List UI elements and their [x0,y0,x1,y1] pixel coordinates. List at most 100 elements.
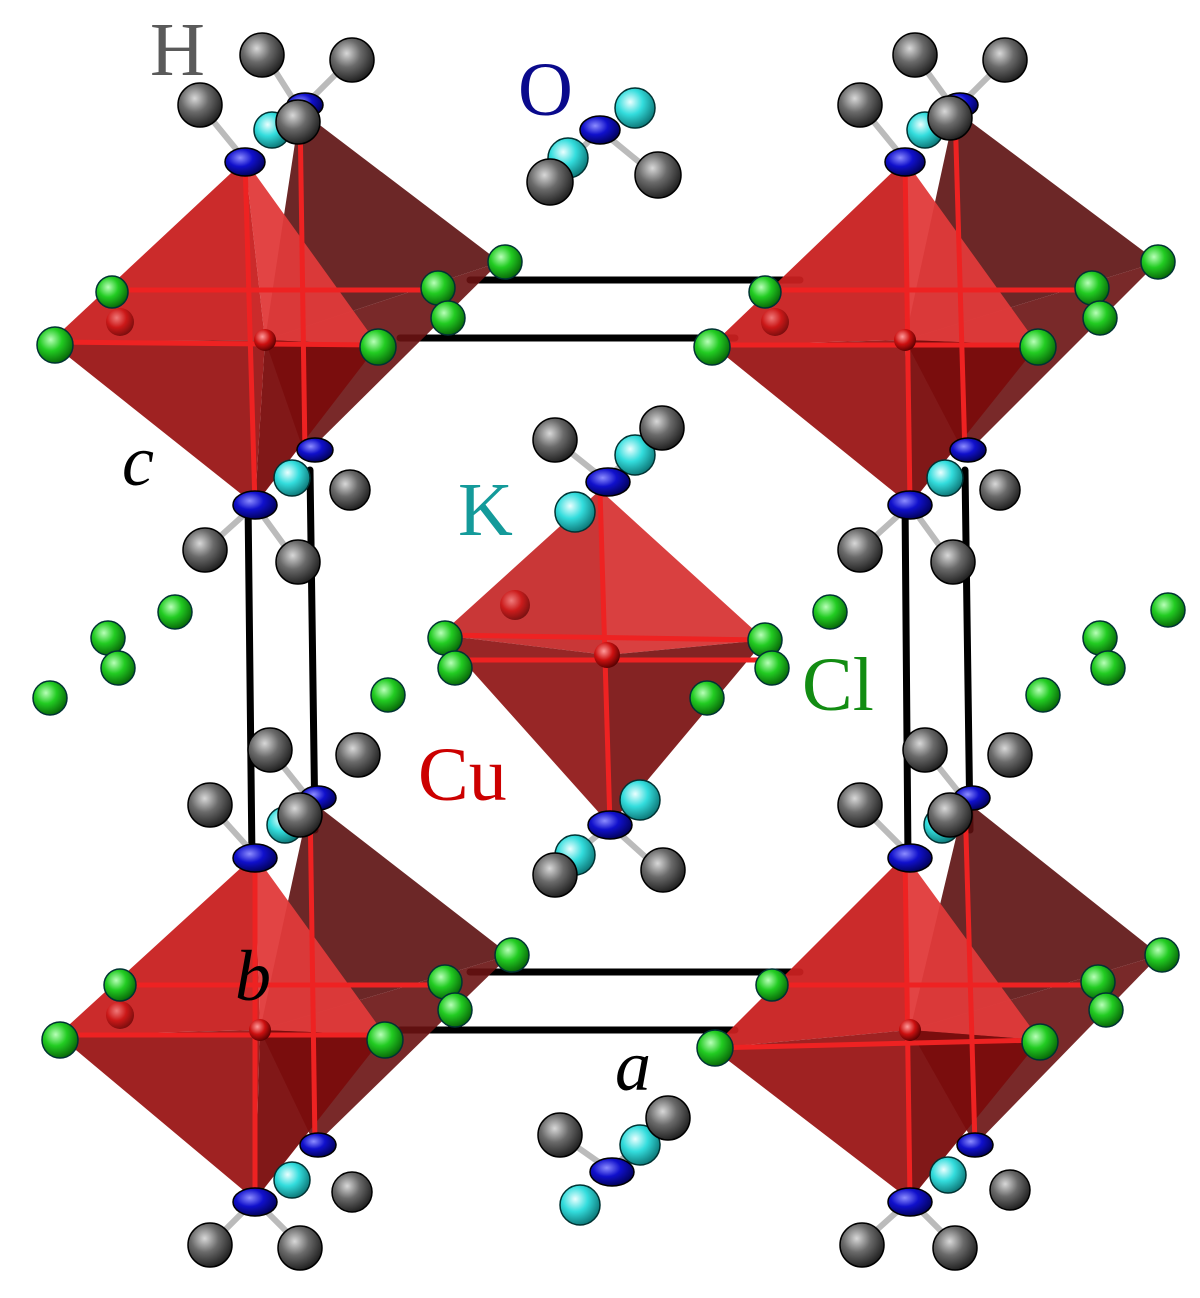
cl-atom [427,620,463,656]
cu-bond [49,339,379,348]
cl-atom [1019,328,1057,366]
h-atom [331,1171,373,1213]
o-atom [296,437,334,463]
cell-edge [244,496,256,864]
k-atom [614,87,656,129]
label-chlorine: Cl [802,643,874,727]
cl-atom [1021,1023,1059,1061]
h-atom [182,527,228,573]
cu-atoms [106,308,921,1041]
cl-atom [1144,937,1180,973]
octahedron-face [712,855,910,1048]
octahedron-face [600,490,765,655]
cl-atom [366,1021,404,1059]
cu-bond [952,109,968,456]
cl-atom [370,677,406,713]
cl-atom [437,650,473,686]
cu-octahedron [712,109,1158,506]
h-atom [177,82,223,128]
k-atom [619,1124,661,1166]
o-atom [587,810,633,840]
h-atom [239,32,285,78]
h-atom [537,1112,583,1158]
label-copper: Cu [418,733,507,817]
o-atom [949,437,987,463]
o-atom [956,1132,994,1158]
cu-bond [297,109,308,456]
cu-atom [894,329,916,351]
k-atom [554,491,596,533]
h-atom [982,37,1028,83]
k-atom [926,459,964,497]
cl-atom [359,328,397,366]
octahedron-face [50,160,265,342]
h-atom [640,847,686,893]
k-atom [273,1161,311,1199]
cl-atom [157,594,193,630]
cl-atom [494,937,530,973]
octahedron-face [905,855,1040,1040]
h-atom [987,732,1033,778]
cl-atom [689,680,725,716]
cu-bond [711,1037,1041,1051]
cl-atom [32,680,68,716]
cu-bond [439,632,766,643]
h-atom [532,417,578,463]
h-atom [275,539,321,585]
k-atom [273,459,311,497]
cl-atom [90,620,126,656]
cell-edge [306,466,319,834]
cl-atom [696,1029,734,1067]
o-atom [884,147,926,177]
h-atom [247,727,293,773]
cl-atom [95,275,129,309]
cell-edge [901,496,912,864]
cl-atom [1082,620,1118,656]
h-atom [989,1169,1031,1211]
label-oxygen: O [518,48,573,132]
cu-atom [249,1019,271,1041]
cl-atom [1150,592,1186,628]
octahedron-face [50,340,265,505]
cl-atom [1074,270,1110,306]
cu-bond [242,159,258,506]
h-atom [277,1225,323,1271]
h-atom [837,527,883,573]
cl-atom [36,326,74,364]
axis-label-c: c [122,421,154,501]
cl-atom [1140,244,1176,280]
label-hydrogen: H [150,8,205,92]
cl-atom [430,300,466,336]
cl-atom [41,1021,79,1059]
h-atom [639,405,685,451]
h-atom [329,37,375,83]
cu-octahedron [439,489,770,826]
unit-cell-frame [244,276,974,1034]
axis-label-a: a [615,1026,651,1106]
h-atom [634,151,682,199]
cl-atom [748,275,782,309]
h-atom [532,852,578,898]
h-atom [932,1225,978,1271]
h-atom [839,1222,885,1268]
octahedron-face [255,855,385,1035]
h-atom [979,469,1021,511]
h-atom [275,99,321,145]
octahedron-face [905,160,1038,345]
octahedron-face [58,855,260,1035]
o-atom [887,843,933,873]
h-atom [187,782,233,828]
octahedron-face [712,1030,910,1200]
o-atom [887,1187,933,1217]
label-potassium: K [458,468,513,552]
h-atom [927,792,973,838]
octahedron-face [440,635,610,825]
h-atoms [177,32,1033,1271]
octahedron-face [58,1030,260,1200]
h-atom [927,95,973,141]
cu-atom [254,329,276,351]
cl-atom [1090,650,1126,686]
k-atom [559,1184,601,1226]
o-atom [232,1187,278,1217]
